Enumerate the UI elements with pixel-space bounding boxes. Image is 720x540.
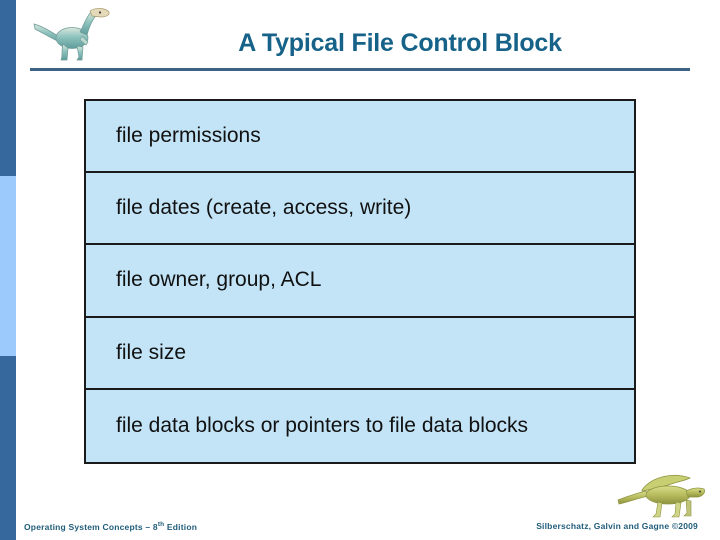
- stripe-segment-bottom: [0, 356, 16, 540]
- fcb-field-label: file dates (create, access, write): [116, 196, 412, 220]
- stripe-segment-top: [0, 0, 16, 176]
- title-divider-rule: [30, 68, 690, 71]
- table-row: file dates (create, access, write): [86, 173, 634, 246]
- slide-header: A Typical File Control Block: [0, 0, 720, 72]
- fcb-field-label: file owner, group, ACL: [116, 268, 322, 292]
- dimetrodon-dinosaur-icon: [617, 475, 705, 518]
- dinosaur-logo-icon: [33, 8, 110, 61]
- footer-left-text: Operating System Concepts – 8th Edition: [24, 521, 197, 532]
- table-row: file owner, group, ACL: [86, 245, 634, 318]
- stripe-segment-middle: [0, 176, 16, 356]
- page-title: A Typical File Control Block: [238, 29, 562, 57]
- table-row: file data blocks or pointers to file dat…: [86, 389, 634, 462]
- footer-left-superscript: th: [157, 521, 165, 528]
- fcb-field-label: file data blocks or pointers to file dat…: [116, 413, 529, 437]
- footer-left-suffix: Edition: [164, 521, 198, 532]
- sidebar-accent-stripe: [0, 0, 16, 540]
- footer-left-prefix: Operating System Concepts – 8: [24, 521, 158, 532]
- fcb-field-label: file size: [116, 340, 187, 364]
- file-control-block-table: file permissions file dates (create, acc…: [84, 99, 636, 464]
- table-row: file size: [86, 317, 634, 390]
- footer-right-text: Silberschatz, Galvin and Gagne ©2009: [536, 521, 698, 531]
- table-row: file permissions: [86, 101, 634, 174]
- fcb-field-label: file permissions: [116, 124, 261, 148]
